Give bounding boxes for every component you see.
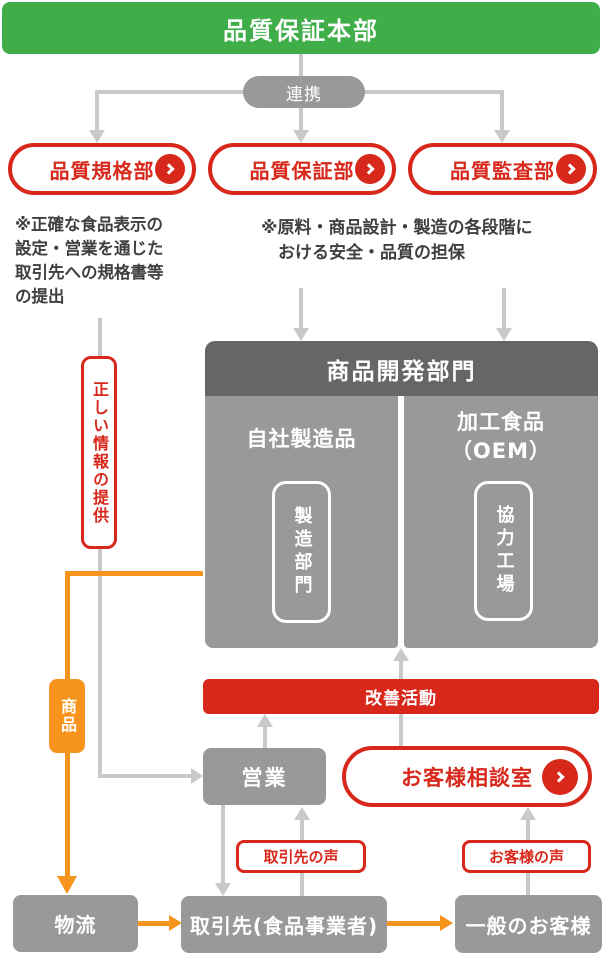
arrow-down-to-dept2-icon (293, 130, 309, 143)
line-banner-to-renkei (299, 54, 303, 78)
improvement-activity-label: 改善活動 (365, 689, 437, 709)
line-clients-to-customers (387, 921, 441, 926)
arrow-down-to-dept3-icon (494, 130, 510, 143)
arrow-up-to-devbox-icon (393, 648, 409, 661)
consultation-label: お客様相談室 (401, 765, 533, 790)
line-sales-to-clients (221, 805, 225, 884)
info-provision-label: 正しい情報の提供 (90, 380, 109, 525)
note-line: ※原料・商品設計・製造の各段階に (261, 218, 533, 238)
dept-pill-quality-audit[interactable]: 品質監査部 (408, 143, 597, 195)
inhouse-products-panel (205, 396, 398, 648)
inhouse-products-label: 自社製造品 (246, 427, 357, 451)
manufacturing-unit-label: 製造部門 (291, 506, 313, 598)
dept-label: 品質保証部 (249, 158, 355, 183)
improvement-activity-bar: 改善活動 (203, 679, 599, 714)
arrow-down-to-clients-icon (215, 883, 231, 896)
page-title-label: 品質保証本部 (223, 16, 379, 45)
development-title: 商品開発部門 (326, 358, 477, 385)
dept-label: 品質規格部 (49, 158, 155, 183)
product-flow-label: 商品 (58, 698, 77, 734)
development-division-header: 商品開発部門 (205, 341, 598, 396)
client-voice-badge: 取引先の声 (236, 840, 366, 873)
logistics-box: 物流 (13, 895, 138, 952)
chevron-right-icon (155, 154, 185, 184)
manufacturing-unit-box: 製造部門 (272, 481, 331, 623)
dept-pill-quality-standards[interactable]: 品質規格部 (8, 143, 196, 195)
customers-label: 一般のお客様 (465, 913, 592, 938)
line-to-devbox-left (299, 288, 303, 329)
note-line: ※正確な食品表示の (15, 215, 164, 234)
note-line: おける安全・品質の担保 (278, 243, 465, 263)
line-product-horizontal (65, 571, 203, 576)
client-voice-label: 取引先の声 (263, 848, 339, 866)
line-bar-to-devbox (399, 660, 403, 679)
line-drop-right (500, 90, 504, 131)
line-drop-left (95, 90, 99, 131)
arrow-up-sales-to-bar-icon (257, 714, 273, 727)
oem-products-label: 加工食品 （OEM） (404, 408, 598, 466)
chevron-right-icon (542, 758, 578, 795)
note-quality-standards: ※正確な食品表示の 設定・営業を通じた 取引先への規格書等 の提出 (15, 213, 164, 309)
note-line: 取引先への規格書等 (15, 263, 164, 282)
page-title: 品質保証本部 (2, 2, 600, 54)
logistics-label: 物流 (54, 913, 97, 937)
chevron-right-icon (355, 154, 385, 184)
arrow-right-to-sales-icon (191, 768, 203, 784)
line-drop-center (299, 108, 303, 131)
cooperation-pill: 連携 (243, 76, 365, 108)
line-note-to-infopill (98, 318, 102, 358)
cooperation-label: 連携 (286, 84, 322, 105)
arrow-right-to-clients-icon (169, 915, 182, 931)
dept-label: 品質監査部 (450, 158, 555, 183)
oem-products-panel (404, 396, 598, 648)
note-safety-quality: ※原料・商品設計・製造の各段階に おける安全・品質の担保 (261, 216, 533, 266)
clients-box: 取引先(食品事業者) (181, 896, 387, 953)
arrow-right-to-customers-icon (440, 915, 453, 931)
partner-factory-label: 協力工場 (493, 505, 515, 597)
customer-consultation-pill[interactable]: お客様相談室 (342, 746, 592, 807)
customer-voice-badge: お客様の声 (462, 840, 591, 873)
arrow-up-to-sales-icon (294, 807, 310, 820)
partner-factory-box: 協力工場 (474, 481, 533, 621)
sales-box: 営業 (203, 748, 326, 805)
chevron-right-icon (556, 154, 586, 184)
line-to-devbox-right (502, 288, 506, 329)
arrow-up-to-consult-icon (520, 807, 536, 820)
note-line: の提出 (15, 287, 65, 306)
sales-label: 営業 (241, 765, 288, 790)
note-line: 設定・営業を通じた (15, 239, 164, 258)
dept-pill-quality-assurance[interactable]: 品質保証部 (208, 143, 396, 195)
info-provision-pill: 正しい情報の提供 (81, 356, 117, 549)
oem-label-line1: 加工食品 (457, 410, 545, 434)
oem-label-line2: （OEM） (450, 439, 552, 463)
arrow-down-devbox-left-icon (293, 328, 309, 341)
arrow-down-devbox-right-icon (496, 328, 512, 341)
line-consult-to-bar (399, 714, 403, 746)
arrow-down-to-logistics-icon (57, 876, 77, 894)
line-sales-to-bar (263, 726, 267, 748)
customer-voice-label: お客様の声 (488, 848, 564, 866)
arrow-down-to-dept1-icon (89, 130, 105, 143)
clients-label: 取引先(食品事業者) (189, 914, 379, 938)
line-info-to-sales (98, 774, 192, 778)
line-logistics-to-clients (138, 921, 170, 926)
product-flow-pill: 商品 (49, 679, 85, 753)
line-infopill-down (98, 549, 102, 778)
customers-box: 一般のお客様 (455, 895, 602, 953)
